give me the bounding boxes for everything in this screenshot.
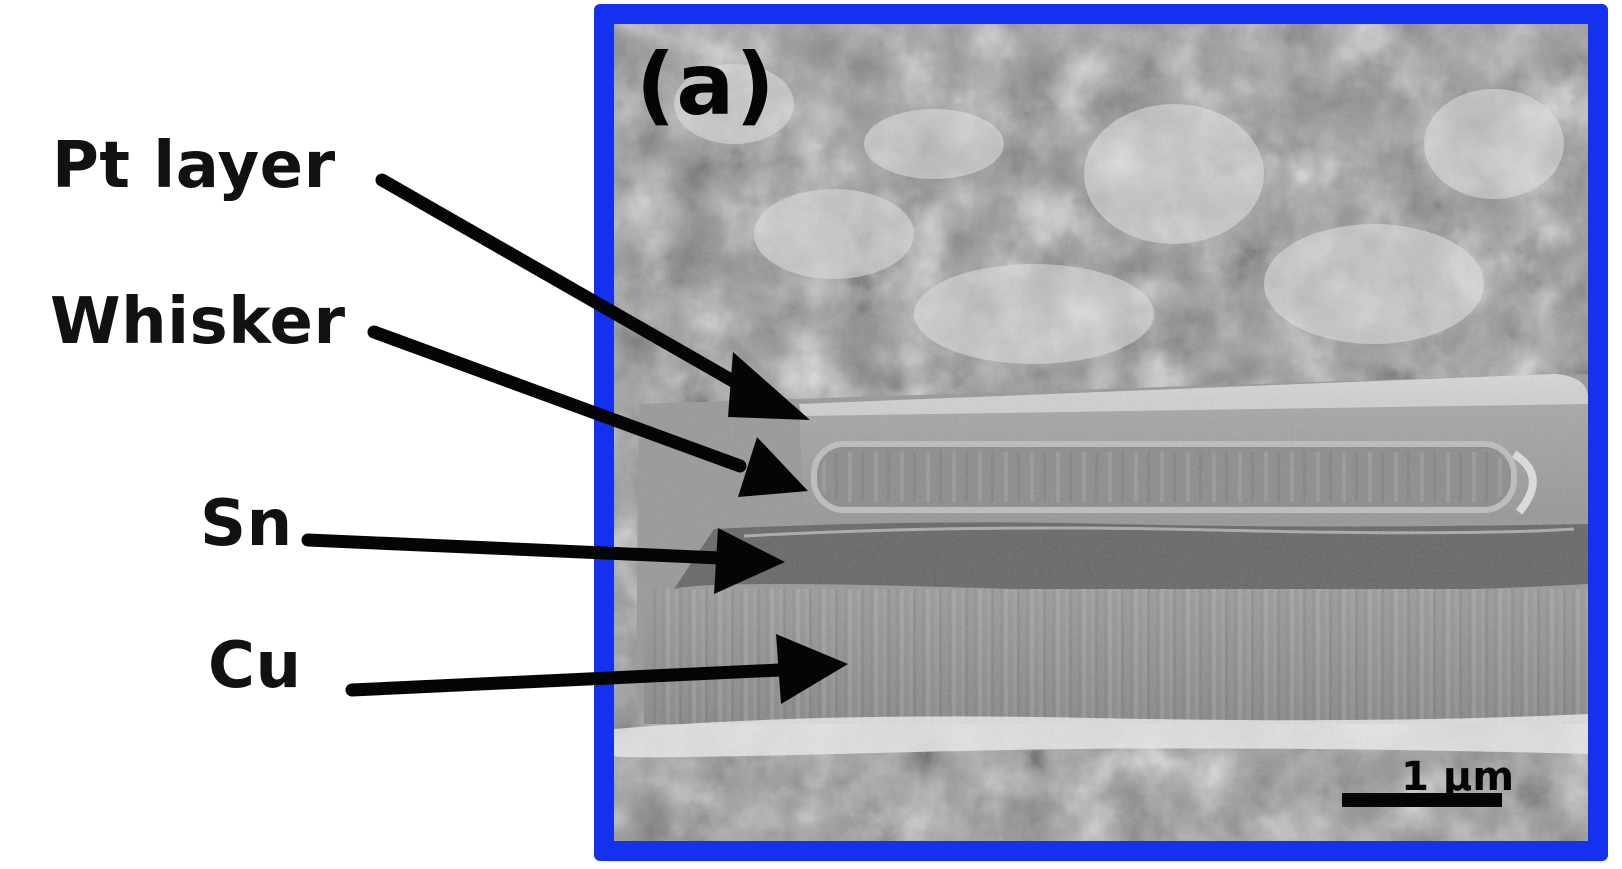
callout-label-cu: Cu [208, 629, 302, 703]
scale-bar-label: 1 µm [1401, 754, 1514, 800]
scale-bar [1342, 793, 1502, 807]
callout-label-sn: Sn [200, 487, 293, 561]
callout-label-pt-layer: Pt layer [52, 129, 336, 203]
callout-label-whisker: Whisker [50, 285, 346, 359]
sem-micrograph [614, 24, 1588, 841]
sem-image-panel: (a) 1 µm [594, 4, 1608, 861]
panel-label: (a) [636, 35, 776, 135]
